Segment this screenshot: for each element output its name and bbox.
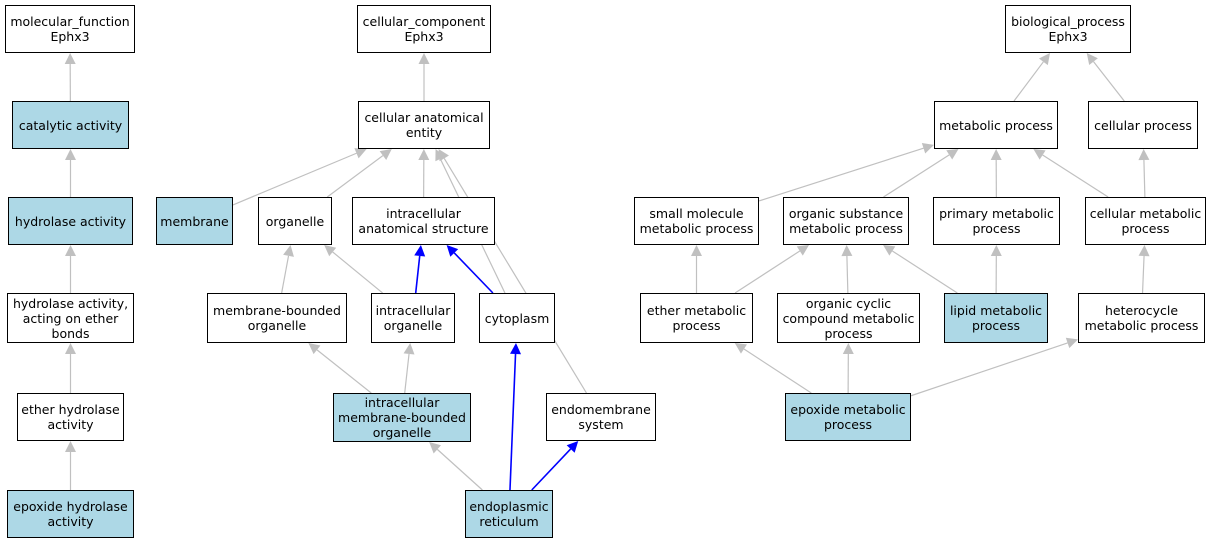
edge-arrowhead-organic_cyclic-to-organic_sub — [841, 245, 853, 257]
edge-arrowhead-cell_met-to-cellular_proc — [1138, 149, 1150, 161]
node-intracellular-anatomical-structure[interactable]: intracellular anatomical structure — [352, 197, 495, 245]
edge-arrowhead-small_mol-to-metabolic — [921, 142, 934, 154]
edge-arrowhead-ether_hydrolase-to-hydrolase_ether — [65, 343, 76, 354]
edge-arrowhead-catalytic-to-mf_root — [64, 53, 76, 65]
edge-arrowhead-epoxide_met-to-heterocycle — [1065, 337, 1078, 349]
edge-arrowhead-er-to-cytoplasm — [510, 343, 522, 355]
edge-arrowhead-epoxide_met-to-ether_met — [734, 343, 747, 354]
edge-arrowhead-cellular_proc-to-bp_root — [1086, 53, 1098, 66]
node-epoxide-hydrolase-activity[interactable]: epoxide hydrolase activity — [7, 490, 134, 538]
node-primary-metabolic-process[interactable]: primary metabolic process — [933, 197, 1060, 245]
edge-arrowhead-imbo-to-io — [403, 343, 415, 355]
edge-epoxide_met-to-ether_met — [743, 348, 812, 394]
node-cellular-metabolic-process[interactable]: cellular metabolic process — [1085, 197, 1206, 245]
edge-arrowhead-io-to-ias — [414, 245, 426, 257]
edge-er-to-endomembrane — [531, 448, 572, 491]
node-organic-cyclic-compound-metabolic-process[interactable]: organic cyclic compound metabolic proces… — [777, 293, 920, 343]
node-biological-process-root[interactable]: biological_process Ephx3 — [1005, 5, 1131, 53]
node-cellular-anatomical-entity[interactable]: cellular anatomical entity — [358, 101, 490, 149]
node-epoxide-metabolic-process[interactable]: epoxide metabolic process — [785, 393, 911, 441]
node-cytoplasm[interactable]: cytoplasm — [479, 293, 555, 343]
edge-imbo-to-mbo — [316, 349, 372, 394]
node-membrane-bounded-organelle[interactable]: membrane-bounded organelle — [207, 293, 347, 343]
edge-organic_cyclic-to-organic_sub — [846, 255, 849, 294]
edge-arrowhead-mbo-to-organelle — [283, 245, 294, 257]
edge-cell_met-to-metabolic — [1042, 154, 1109, 198]
node-ether-metabolic-process[interactable]: ether metabolic process — [640, 293, 753, 343]
edge-ether_met-to-organic_sub — [734, 250, 801, 294]
edge-arrowhead-ether_met-to-organic_sub — [796, 245, 810, 256]
edge-lipid_met-to-organic_sub — [892, 250, 958, 294]
edge-arrowhead-cell_met-to-metabolic — [1033, 149, 1046, 160]
edge-arrowhead-primary_met-to-metabolic — [990, 149, 1002, 161]
edge-cytoplasm-to-ias — [453, 252, 494, 294]
edge-er-to-imbo — [436, 448, 483, 491]
node-intracellular-membrane-bounded-organelle[interactable]: intracellular membrane-bounded organelle — [333, 393, 471, 442]
node-intracellular-organelle[interactable]: intracellular organelle — [371, 293, 455, 343]
edge-arrowhead-organic_sub-to-metabolic — [946, 149, 959, 160]
edge-arrowhead-er-to-endomembrane — [566, 441, 579, 453]
edge-mbo-to-organelle — [281, 255, 290, 294]
edge-organic_sub-to-metabolic — [883, 154, 950, 198]
edge-arrowhead-ias-to-cae — [418, 149, 430, 161]
node-lipid-metabolic-process[interactable]: lipid metabolic process — [944, 293, 1048, 343]
edge-arrowhead-metabolic-to-bp_root — [1039, 53, 1050, 66]
edge-arrowhead-lipid_met-to-organic_sub — [883, 245, 896, 256]
edge-arrowhead-cae-to-cc_root — [418, 53, 430, 64]
node-heterocycle-metabolic-process[interactable]: heterocycle metabolic process — [1078, 293, 1205, 343]
node-endoplasmic-reticulum[interactable]: endoplasmic reticulum — [465, 490, 553, 538]
edge-imbo-to-io — [404, 353, 410, 394]
edge-arrowhead-endomembrane-to-cae — [438, 149, 449, 162]
edge-arrowhead-er-to-imbo — [429, 442, 442, 454]
node-hydrolase-activity[interactable]: hydrolase activity — [8, 197, 133, 245]
node-organelle[interactable]: organelle — [258, 197, 332, 245]
edge-arrowhead-ether_met-to-small_mol — [691, 245, 702, 256]
edge-arrowhead-epoxide_hydrolase-to-ether_hydrolase — [65, 441, 76, 452]
node-hydrolase-activity-ether-bonds[interactable]: hydrolase activity, acting on ether bond… — [7, 293, 134, 343]
node-metabolic-process[interactable]: metabolic process — [934, 101, 1058, 149]
edge-membrane-to-cae — [232, 152, 357, 206]
edge-arrowhead-organelle-to-cae — [379, 149, 392, 160]
edge-arrowhead-heterocycle-to-cell_met — [1138, 245, 1150, 257]
edge-er-to-cytoplasm — [509, 353, 517, 491]
edge-cellular_proc-to-bp_root — [1093, 61, 1125, 102]
node-ether-hydrolase-activity[interactable]: ether hydrolase activity — [17, 393, 124, 441]
node-cellular-component-root[interactable]: cellular_component Ephx3 — [357, 5, 491, 53]
edge-metabolic-to-bp_root — [1013, 61, 1044, 102]
node-catalytic-activity[interactable]: catalytic activity — [12, 101, 129, 149]
edge-io-to-ias — [414, 255, 421, 294]
edge-heterocycle-to-cell_met — [1141, 255, 1145, 294]
node-membrane[interactable]: membrane — [156, 197, 233, 245]
edge-arrowhead-io-to-organelle — [324, 245, 337, 257]
edge-arrowhead-cytoplasm-to-ias — [446, 245, 459, 257]
node-organic-substance-metabolic-process[interactable]: organic substance metabolic process — [783, 197, 909, 245]
edge-organelle-to-cae — [326, 155, 384, 198]
edge-arrowhead-lipid_met-to-primary_met — [990, 245, 1002, 257]
edge-epoxide_met-to-heterocycle — [910, 342, 1068, 397]
node-molecular-function-root[interactable]: molecular_function Ephx3 — [5, 5, 135, 53]
node-cellular-process[interactable]: cellular process — [1088, 101, 1198, 149]
node-small-molecule-metabolic-process[interactable]: small molecule metabolic process — [634, 197, 759, 245]
edge-arrowhead-imbo-to-mbo — [308, 343, 321, 355]
edge-small_mol-to-metabolic — [758, 147, 924, 202]
edge-arrowhead-hydrolase-to-catalytic — [65, 149, 76, 160]
edge-io-to-organelle — [332, 251, 383, 294]
edge-arrowhead-membrane-to-cae — [354, 148, 367, 159]
edge-cell_met-to-cellular_proc — [1143, 159, 1146, 198]
edge-arrowhead-epoxide_met-to-organic_cyclic — [842, 343, 854, 355]
node-endomembrane-system[interactable]: endomembrane system — [546, 393, 656, 441]
edge-arrowhead-hydrolase_ether-to-hydrolase — [65, 245, 76, 256]
